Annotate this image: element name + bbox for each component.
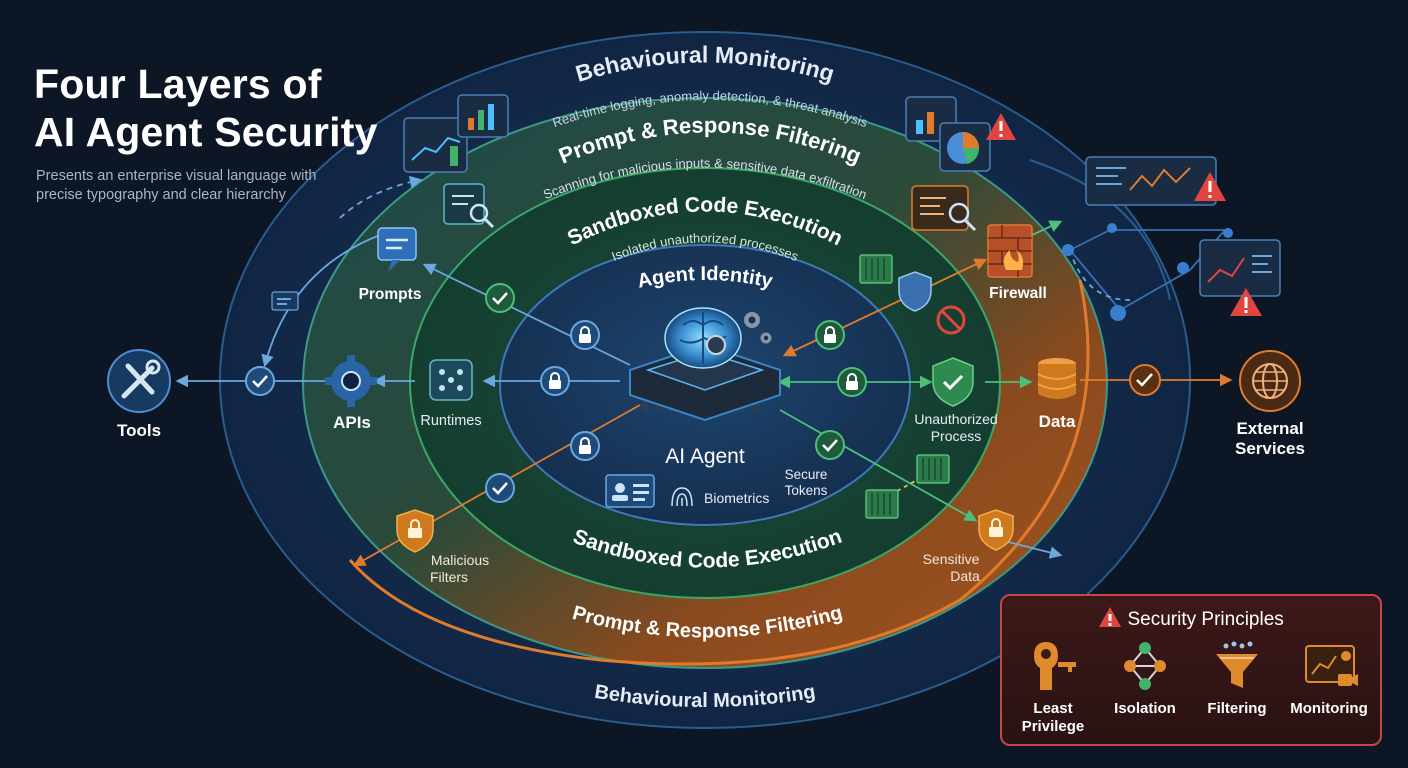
firewall-icon — [987, 224, 1033, 278]
shield-icon-blocked — [898, 271, 932, 312]
check-badge-tools — [245, 366, 275, 396]
trend-chart-icon — [1199, 239, 1281, 297]
api-gear-icon — [325, 355, 377, 407]
shield-check-icon — [932, 357, 974, 407]
blocked-icon — [936, 305, 966, 335]
container-icon-1 — [859, 254, 893, 284]
warning-icon-3 — [1230, 288, 1262, 316]
principle-label-4: Monitoring — [1290, 700, 1368, 717]
principle-label-1b: Privilege — [1021, 718, 1085, 735]
lock-badge-prompts — [570, 320, 600, 350]
check-badge-malicious — [485, 473, 515, 503]
secure-tokens-label-2: Tokens — [785, 483, 828, 498]
title-line-2: AI Agent Security — [34, 109, 378, 155]
lock-badge-malicious — [570, 431, 600, 461]
runtimes-icon — [429, 359, 473, 401]
principle-monitoring: Monitoring — [1284, 634, 1374, 744]
principle-label-1a: Least — [1033, 700, 1073, 717]
principle-label-3: Filtering — [1207, 700, 1267, 717]
dashboard-icon-2 — [457, 94, 509, 138]
container-icon-2 — [916, 454, 950, 484]
data-label: Data — [1039, 412, 1076, 431]
anomaly-chart-icon — [1085, 156, 1217, 206]
principles-title: Security Principles — [1127, 609, 1284, 630]
tools-icon — [107, 349, 171, 413]
check-badge-external — [1129, 364, 1161, 396]
apis-label: APIs — [333, 413, 371, 432]
malicious-filters-label-2: Filters — [430, 569, 468, 585]
biometrics-label: Biometrics — [704, 490, 769, 506]
ai-agent-chip-icon — [629, 307, 781, 422]
principle-filtering: Filtering — [1192, 634, 1282, 744]
key-icon — [1034, 642, 1076, 690]
sensitive-data-label-2: Data — [950, 568, 980, 584]
network-graph — [1062, 223, 1233, 321]
check-badge-tokens — [815, 430, 845, 460]
principles-header: Security Principles — [1002, 606, 1380, 631]
page-subtitle: Presents an enterprise visual language w… — [36, 168, 317, 203]
external-services-label-2: Services — [1235, 439, 1305, 458]
page-title: Four Layers of AI Agent Security — [34, 60, 414, 156]
title-line-1: Four Layers of — [34, 61, 322, 107]
principle-label-2: Isolation — [1114, 700, 1176, 717]
unauthorized-process-label-2: Process — [931, 428, 982, 444]
funnel-icon — [1216, 641, 1258, 688]
ai-agent-label: AI Agent — [665, 445, 745, 468]
firewall-label: Firewall — [989, 285, 1047, 302]
check-badge-prompts — [485, 283, 515, 313]
malicious-filters-label-1: Malicious — [431, 552, 489, 568]
prompts-icon — [377, 227, 417, 272]
database-icon — [1037, 358, 1077, 399]
document-search-icon — [443, 183, 495, 229]
tools-label: Tools — [117, 421, 161, 440]
prompts-label: Prompts — [359, 286, 422, 303]
runtimes-label: Runtimes — [420, 413, 481, 429]
dashboard-icon-1 — [403, 117, 468, 173]
monitoring-dashboard-icon — [1305, 645, 1358, 686]
warning-icon-2 — [1194, 172, 1226, 201]
principle-isolation: Isolation — [1100, 634, 1190, 744]
warning-icon-panel — [1099, 607, 1122, 627]
unauthorized-process-label-1: Unauthorized — [914, 411, 997, 427]
sensitive-data-label-1: Sensitive — [923, 551, 980, 567]
shield-lock-icon-sensitive — [978, 509, 1014, 551]
gear-icon — [744, 312, 772, 344]
filter-ring-orange-edge — [348, 279, 1090, 666]
fingerprint-icon — [671, 487, 693, 507]
globe-icon — [1239, 350, 1301, 412]
secure-tokens-label-1: Secure — [785, 467, 828, 482]
warning-icon-1 — [986, 113, 1016, 140]
id-card-icon — [605, 474, 655, 508]
message-icon — [271, 291, 299, 311]
network-nodes-icon — [1124, 642, 1166, 690]
lock-badge-runtimes — [540, 366, 570, 396]
external-services-label-1: External — [1236, 419, 1303, 438]
outer-ring-tail — [1029, 159, 1171, 301]
container-icon-3 — [865, 489, 899, 519]
lock-badge-process — [837, 367, 867, 397]
pie-chart-icon — [939, 122, 991, 172]
log-search-icon — [911, 185, 977, 232]
shield-lock-icon-malicious — [396, 509, 434, 553]
lock-badge-firewall — [815, 320, 845, 350]
